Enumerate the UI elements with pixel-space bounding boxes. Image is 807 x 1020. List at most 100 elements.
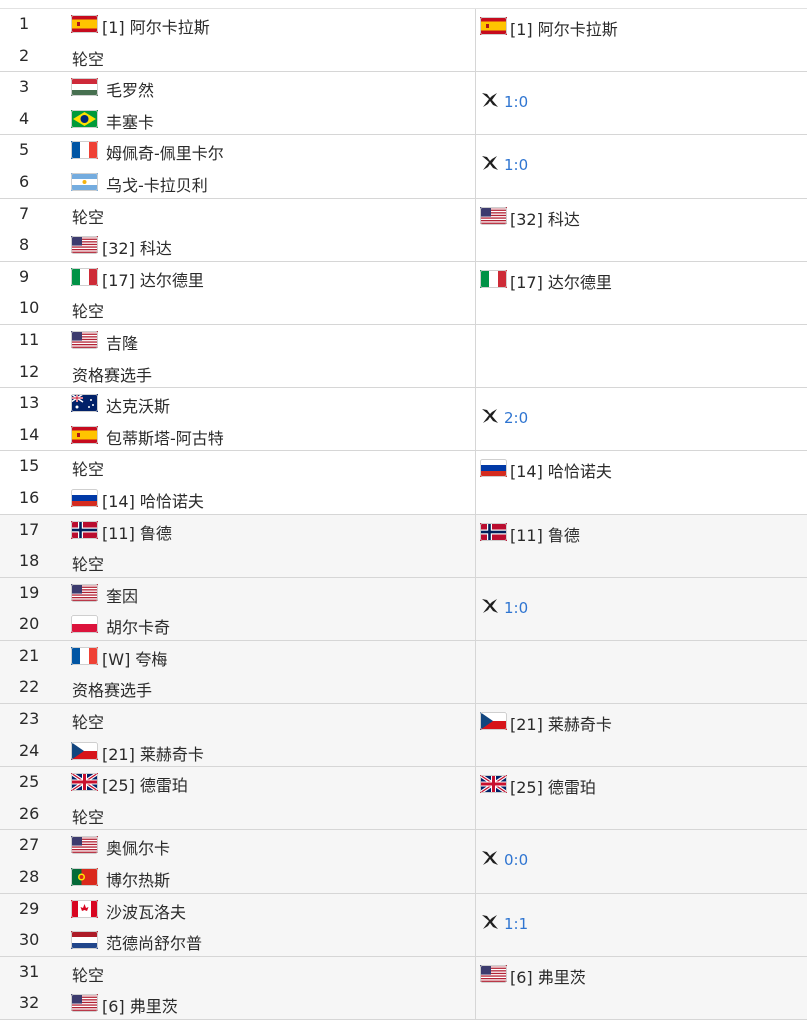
draw-row-28: 28 博尔热斯 bbox=[0, 862, 476, 894]
country-flag-icon bbox=[71, 868, 98, 887]
draw-position-number: 7 bbox=[19, 203, 30, 223]
country-flag-icon bbox=[480, 712, 507, 731]
player-name[interactable]: [17] 达尔德里 bbox=[102, 270, 204, 290]
player-name[interactable]: 资格赛选手 bbox=[72, 365, 153, 385]
draw-position-number: 16 bbox=[19, 487, 40, 507]
head-to-head-icon bbox=[480, 848, 500, 868]
advanced-player-name[interactable]: [21] 莱赫奇卡 bbox=[510, 715, 612, 735]
second-round-column: [1] 阿尔卡拉斯 1:0 1:0 [32] 科达 [17] 达尔德里 2:0 [14] 哈… bbox=[476, 9, 807, 1020]
country-flag-icon bbox=[71, 931, 98, 950]
round2-slot: [6] 弗里茨 bbox=[476, 956, 807, 1020]
head-to-head-icon bbox=[480, 90, 500, 110]
country-flag-icon bbox=[71, 520, 98, 539]
draw-row-22: 22 资格赛选手 bbox=[0, 672, 476, 705]
player-name[interactable]: 轮空 bbox=[72, 965, 105, 985]
player-name[interactable]: 丰塞卡 bbox=[106, 112, 155, 132]
round2-slot: [1] 阿尔卡拉斯 bbox=[476, 9, 807, 73]
advanced-player-name[interactable]: [25] 德雷珀 bbox=[510, 778, 596, 798]
player-name[interactable]: 胡尔卡奇 bbox=[106, 618, 171, 638]
player-name[interactable]: 博尔热斯 bbox=[106, 871, 171, 891]
head-to-head-score[interactable]: 0:0 bbox=[504, 851, 529, 870]
draw-position-number: 24 bbox=[19, 740, 40, 760]
player-name[interactable]: 轮空 bbox=[72, 207, 105, 227]
column-divider bbox=[475, 9, 476, 1019]
player-name[interactable]: [14] 哈恰诺夫 bbox=[102, 491, 204, 511]
advanced-player-name[interactable]: [32] 科达 bbox=[510, 209, 580, 229]
head-to-head-score[interactable]: 2:0 bbox=[504, 409, 529, 428]
player-name[interactable]: 奥佩尔卡 bbox=[106, 839, 171, 859]
country-flag-icon bbox=[71, 741, 98, 760]
head-to-head-icon bbox=[480, 912, 500, 932]
draw-position-number: 4 bbox=[19, 108, 30, 128]
draw-row-9: 9[17] 达尔德里 bbox=[0, 262, 476, 294]
advanced-player-name[interactable]: [11] 鲁德 bbox=[510, 525, 580, 545]
draw-position-number: 27 bbox=[19, 835, 40, 855]
country-flag-icon bbox=[71, 172, 98, 191]
draw-row-32: 32[6] 弗里茨 bbox=[0, 988, 476, 1020]
player-name[interactable]: [1] 阿尔卡拉斯 bbox=[102, 18, 210, 37]
draw-position-number: 30 bbox=[19, 930, 40, 950]
player-name[interactable]: 沙波瓦洛夫 bbox=[106, 902, 187, 922]
draw-position-number: 17 bbox=[19, 519, 40, 539]
player-name[interactable]: [11] 鲁德 bbox=[102, 523, 172, 543]
advanced-player-name[interactable]: [1] 阿尔卡拉斯 bbox=[510, 20, 618, 39]
player-name[interactable]: [32] 科达 bbox=[102, 239, 172, 259]
head-to-head-score[interactable]: 1:0 bbox=[504, 93, 529, 112]
round2-slot: [17] 达尔德里 bbox=[476, 262, 807, 325]
player-name[interactable]: 轮空 bbox=[72, 49, 105, 69]
advanced-player-name[interactable]: [17] 达尔德里 bbox=[510, 272, 612, 292]
player-name[interactable]: [21] 莱赫奇卡 bbox=[102, 744, 204, 764]
country-flag-icon bbox=[71, 141, 98, 160]
draw-position-number: 18 bbox=[19, 551, 40, 571]
draw-row-1: 1[1] 阿尔卡拉斯 bbox=[0, 9, 476, 41]
player-name[interactable]: 资格赛选手 bbox=[72, 681, 153, 701]
head-to-head-icon bbox=[480, 153, 500, 173]
player-name[interactable]: [6] 弗里茨 bbox=[102, 997, 178, 1017]
round2-slot: [21] 莱赫奇卡 bbox=[476, 704, 807, 768]
head-to-head-score[interactable]: 1:0 bbox=[504, 156, 529, 175]
country-flag-icon bbox=[71, 236, 98, 255]
top-divider bbox=[0, 8, 807, 9]
draw-row-20: 20 胡尔卡奇 bbox=[0, 609, 476, 641]
player-name[interactable]: 毛罗然 bbox=[106, 81, 155, 101]
country-flag-icon bbox=[480, 459, 507, 478]
country-flag-icon bbox=[71, 994, 98, 1013]
draw-position-number: 22 bbox=[19, 677, 40, 697]
round2-slot: [32] 科达 bbox=[476, 199, 807, 262]
head-to-head-score[interactable]: 1:0 bbox=[504, 598, 529, 617]
player-name[interactable]: 轮空 bbox=[72, 302, 105, 322]
player-name[interactable]: 范德尚舒尔普 bbox=[106, 934, 203, 954]
player-name[interactable]: 轮空 bbox=[72, 460, 105, 480]
draw-position-number: 5 bbox=[19, 140, 30, 160]
country-flag-icon bbox=[71, 425, 98, 444]
round2-slot: 1:0 bbox=[476, 135, 807, 199]
player-name[interactable]: 轮空 bbox=[72, 713, 105, 733]
player-name[interactable]: 奎因 bbox=[106, 586, 139, 606]
draw-position-number: 8 bbox=[19, 235, 30, 255]
head-to-head-score[interactable]: 1:1 bbox=[504, 914, 529, 933]
player-name[interactable]: 包蒂斯塔-阿古特 bbox=[106, 428, 224, 448]
country-flag-icon bbox=[480, 964, 507, 983]
draw-position-number: 28 bbox=[19, 867, 40, 887]
draw-row-18: 18 轮空 bbox=[0, 546, 476, 578]
player-name[interactable]: 姆佩奇-佩里卡尔 bbox=[106, 144, 224, 164]
player-name[interactable]: 吉隆 bbox=[106, 333, 139, 353]
player-name[interactable]: [W] 夸梅 bbox=[102, 649, 168, 669]
draw-position-number: 20 bbox=[19, 614, 40, 634]
player-name[interactable]: 乌戈-卡拉贝利 bbox=[106, 175, 208, 195]
player-name[interactable]: 轮空 bbox=[72, 555, 105, 575]
advanced-player-name[interactable]: [14] 哈恰诺夫 bbox=[510, 462, 612, 482]
advanced-player-name[interactable]: [6] 弗里茨 bbox=[510, 967, 586, 987]
player-name[interactable]: [25] 德雷珀 bbox=[102, 776, 188, 796]
player-name[interactable]: 达克沃斯 bbox=[106, 397, 171, 417]
draw-row-24: 24 [21] 莱赫奇卡 bbox=[0, 735, 476, 768]
player-name[interactable]: 轮空 bbox=[72, 807, 105, 827]
